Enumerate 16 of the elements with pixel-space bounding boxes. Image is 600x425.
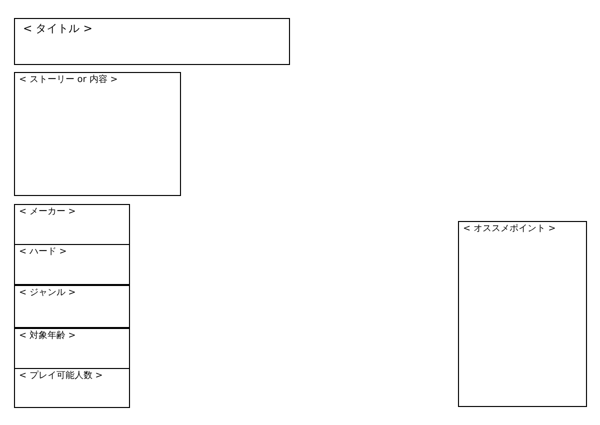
box-heading: < ハード > bbox=[19, 247, 67, 258]
box-heading: < 対象年齢 > bbox=[19, 331, 76, 342]
text-box bbox=[14, 285, 130, 328]
box-heading: < ストーリー or 内容 > bbox=[19, 75, 118, 86]
text-box bbox=[14, 244, 130, 285]
text-box bbox=[14, 18, 290, 65]
box-heading: < オススメポイント > bbox=[463, 224, 556, 235]
box-heading: < ジャンル > bbox=[19, 288, 76, 299]
box-heading: < プレイ可能人数 > bbox=[19, 371, 103, 382]
text-box bbox=[458, 221, 587, 407]
text-box bbox=[14, 368, 130, 408]
box-heading: < メーカー > bbox=[19, 207, 76, 218]
text-box bbox=[14, 328, 130, 369]
box-heading: < タイトル > bbox=[23, 22, 92, 36]
text-box bbox=[14, 72, 181, 196]
text-box bbox=[14, 204, 130, 245]
